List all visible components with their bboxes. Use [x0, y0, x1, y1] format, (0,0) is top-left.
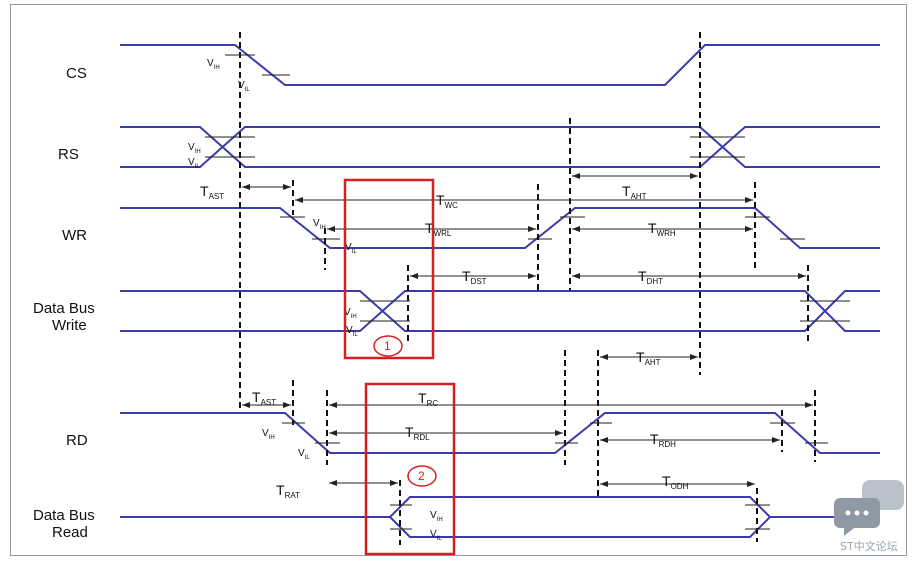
threshold-labels: VIH VIL VIH VIL VIH VIL VIH VIL VIH VIL …	[188, 58, 443, 542]
highlight-region-1: 1	[343, 178, 435, 360]
cs-vil: VIL	[238, 80, 250, 93]
rs-vih: VIH	[188, 142, 201, 155]
label-data-bus-write-1: Data Bus	[33, 300, 95, 317]
rs-vil: VIL	[188, 157, 200, 170]
dbw-vil: VIL	[346, 325, 358, 338]
label-t-aht-read: TAHT	[636, 349, 661, 367]
label-t-wc: TWC	[436, 192, 458, 210]
label-data-bus-write-2: Write	[52, 317, 87, 334]
dbr-vil: VIL	[430, 529, 442, 542]
label-data-bus-read-1: Data Bus	[33, 507, 95, 524]
cs-vih: VIH	[207, 58, 220, 71]
reference-lines	[239, 32, 816, 545]
chat-bubble-icon	[834, 498, 880, 536]
data-bus-read-waveform	[120, 496, 880, 538]
callout-1-marker	[373, 335, 403, 357]
signal-labels: CS RS WR Data Bus Write RD Data Bus Read	[33, 65, 95, 541]
wr-vih: VIH	[313, 218, 326, 231]
label-t-wrh: TWRH	[648, 220, 676, 238]
rs-waveform	[120, 126, 880, 168]
timing-labels: TAST TWC TWRL TAHT TWRH TDST TDHT TAHT T…	[200, 183, 689, 500]
label-t-dht: TDHT	[638, 268, 663, 286]
label-t-rdl: TRDL	[405, 424, 430, 442]
label-t-wrl: TWRL	[425, 220, 452, 238]
callout-2-number: 2	[418, 469, 425, 483]
diagram-frame	[10, 4, 907, 556]
label-t-rc: TRC	[418, 390, 438, 408]
callout-2-marker	[407, 465, 437, 487]
label-t-rat: TRAT	[276, 482, 300, 500]
dbw-vih: VIH	[344, 307, 357, 320]
cs-waveform	[120, 44, 880, 86]
rd-waveform	[120, 412, 880, 454]
timing-arrows	[242, 173, 813, 487]
label-t-aht-write: TAHT	[622, 183, 647, 201]
label-rd: RD	[66, 432, 88, 449]
watermark-logo: ST中文论坛	[834, 480, 904, 553]
wr-vil: VIL	[345, 242, 357, 255]
rd-vil: VIL	[298, 448, 310, 461]
label-t-ast-write: TAST	[200, 183, 224, 201]
label-rs: RS	[58, 146, 79, 163]
label-t-rdh: TRDH	[650, 431, 676, 449]
label-t-as-read: TAST	[252, 389, 276, 407]
label-wr: WR	[62, 227, 87, 244]
watermark-text: ST中文论坛	[840, 539, 898, 553]
label-t-dst: TDST	[462, 268, 487, 286]
callout-1-number: 1	[384, 339, 391, 353]
highlight-region-2: 2	[364, 382, 456, 556]
label-cs: CS	[66, 65, 87, 82]
dbr-vih: VIH	[430, 510, 443, 523]
data-bus-write-waveform	[120, 290, 880, 332]
label-data-bus-read-2: Read	[52, 524, 88, 541]
rd-vih: VIH	[262, 428, 275, 441]
wr-waveform	[120, 207, 880, 249]
label-t-odh: TODH	[662, 473, 689, 491]
threshold-ticks	[205, 54, 850, 530]
